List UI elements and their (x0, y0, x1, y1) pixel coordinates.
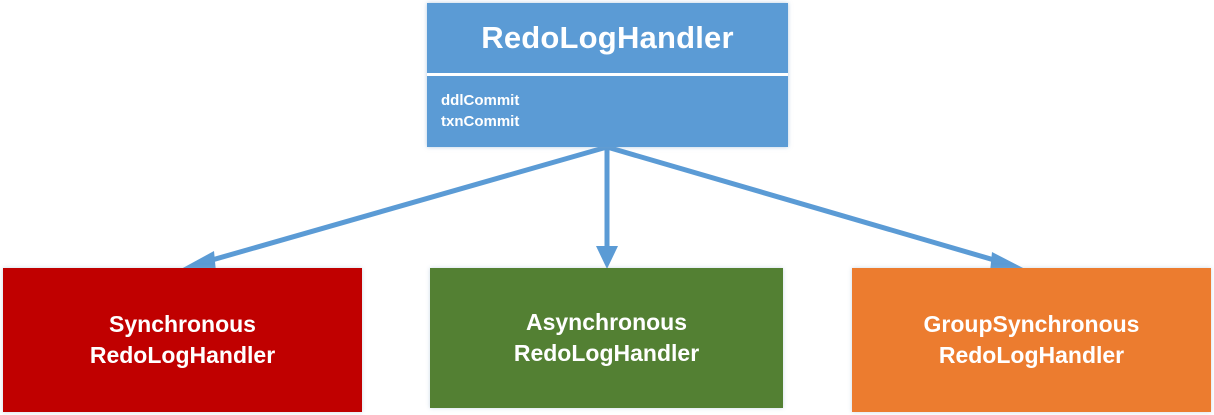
class-methods-compartment: ddlCommit txnCommit (427, 76, 788, 147)
class-label-line2: RedoLogHandler (938, 342, 1125, 368)
class-compartment-divider (427, 73, 788, 76)
connector-arrow-asynchronous (596, 147, 618, 269)
class-label-line1: Synchronous (109, 311, 256, 337)
method-txncommit: txnCommit (441, 113, 520, 130)
connector-arrow-group-synchronous (606, 144, 1025, 272)
class-box-redologhandler[interactable]: RedoLogHandler ddlCommit txnCommit (427, 3, 788, 147)
class-box-groupsynchronous-redologhandler[interactable]: GroupSynchronous RedoLogHandler (852, 268, 1211, 412)
connector-arrow-synchronous (181, 144, 608, 272)
class-label-asynchronous: Asynchronous RedoLogHandler (504, 307, 709, 369)
class-box-synchronous-redologhandler[interactable]: Synchronous RedoLogHandler (3, 268, 362, 412)
class-label-line2: RedoLogHandler (89, 342, 276, 368)
class-label-synchronous: Synchronous RedoLogHandler (80, 309, 285, 371)
class-label-line2: RedoLogHandler (513, 340, 700, 366)
method-ddlcommit: ddlCommit (441, 92, 520, 109)
class-label-line1: GroupSynchronous (923, 311, 1140, 337)
class-title: RedoLogHandler (481, 20, 734, 55)
class-label-line1: Asynchronous (525, 309, 688, 335)
class-box-asynchronous-redologhandler[interactable]: Asynchronous RedoLogHandler (430, 268, 783, 408)
class-label-group-synchronous: GroupSynchronous RedoLogHandler (914, 309, 1150, 371)
